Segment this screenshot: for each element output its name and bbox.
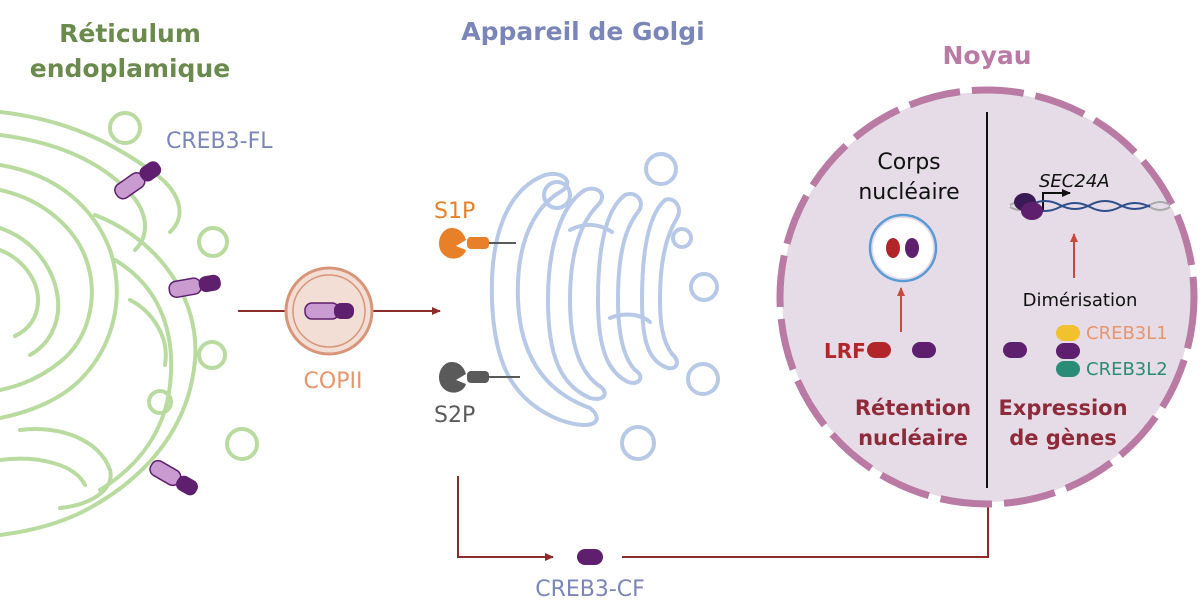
creb3-cf-nucleus-right — [1003, 342, 1027, 358]
creb3-in-body — [905, 238, 919, 258]
creb3-dimer-partner — [1056, 343, 1080, 359]
s2p-protease: S2P — [434, 362, 520, 428]
s1p-protease: S1P — [434, 199, 516, 259]
golgi-title: Appareil de Golgi — [461, 17, 704, 46]
copii-label: COPII — [304, 369, 363, 394]
lrf-protein — [867, 342, 891, 358]
golgi-cisternae — [489, 171, 681, 427]
sec24a-gene-label: SEC24A — [1039, 171, 1110, 192]
lrf-in-body — [886, 238, 900, 258]
er-title-line2: endoplamique — [30, 54, 230, 83]
expression-line1: Expression — [998, 396, 1127, 420]
creb3l1-protein — [1056, 325, 1080, 341]
nuclear-body-outer — [868, 213, 938, 283]
creb3-fl-protein-1 — [114, 161, 162, 200]
creb3-fl-label: CREB3-FL — [166, 129, 273, 154]
golgi-to-cf-arrow — [457, 476, 554, 561]
er-membranes — [0, 110, 198, 537]
lrf-label: LRF — [824, 339, 866, 363]
er-title-line1: Réticulum — [59, 19, 201, 48]
creb3-cf-path: CREB3-CF — [457, 476, 992, 602]
retention-line2: nucléaire — [858, 426, 968, 450]
golgi-apparatus: Appareil de Golgi — [434, 17, 720, 461]
nucleus-title: Noyau — [942, 41, 1031, 70]
golgi-vesicles — [542, 152, 720, 461]
s1p-label: S1P — [434, 199, 475, 224]
creb3-cf-protein — [577, 549, 603, 565]
creb3-fl-protein-3 — [149, 459, 198, 496]
copii-vesicle-inner — [292, 274, 366, 348]
dimerisation-label: Dimérisation — [1023, 290, 1138, 311]
transcription-start-arrow — [1042, 189, 1071, 212]
corps-nucleaire-line2: nucléaire — [858, 180, 959, 205]
creb3l2-protein — [1056, 361, 1080, 377]
retention-line1: Rétention — [855, 396, 971, 420]
nucleus: Noyau Corps nucléaire LRF Rétention nucl… — [776, 41, 1198, 508]
creb3-dimer-on-dna — [1014, 193, 1043, 220]
endoplasmic-reticulum: Réticulum endoplamique — [0, 19, 273, 537]
creb3l1-label: CREB3L1 — [1086, 323, 1168, 344]
cf-to-nucleus-arrow — [622, 489, 992, 558]
nuclear-body-inner — [873, 218, 933, 278]
er-vesicles — [108, 111, 259, 461]
creb3-fl-protein-vesicle — [304, 302, 354, 320]
creb3-fl-protein-2 — [168, 274, 221, 299]
corps-nucleaire-line1: Corps — [877, 150, 940, 175]
creb3-cf-nucleus-left — [912, 342, 936, 358]
copii-transport: COPII — [238, 266, 441, 394]
s2p-label: S2P — [434, 403, 475, 428]
nuclear-envelope — [776, 86, 1198, 508]
expression-line2: de gènes — [1009, 426, 1117, 450]
creb3l2-label: CREB3L2 — [1086, 359, 1168, 380]
creb3-cf-label: CREB3-CF — [535, 577, 645, 602]
